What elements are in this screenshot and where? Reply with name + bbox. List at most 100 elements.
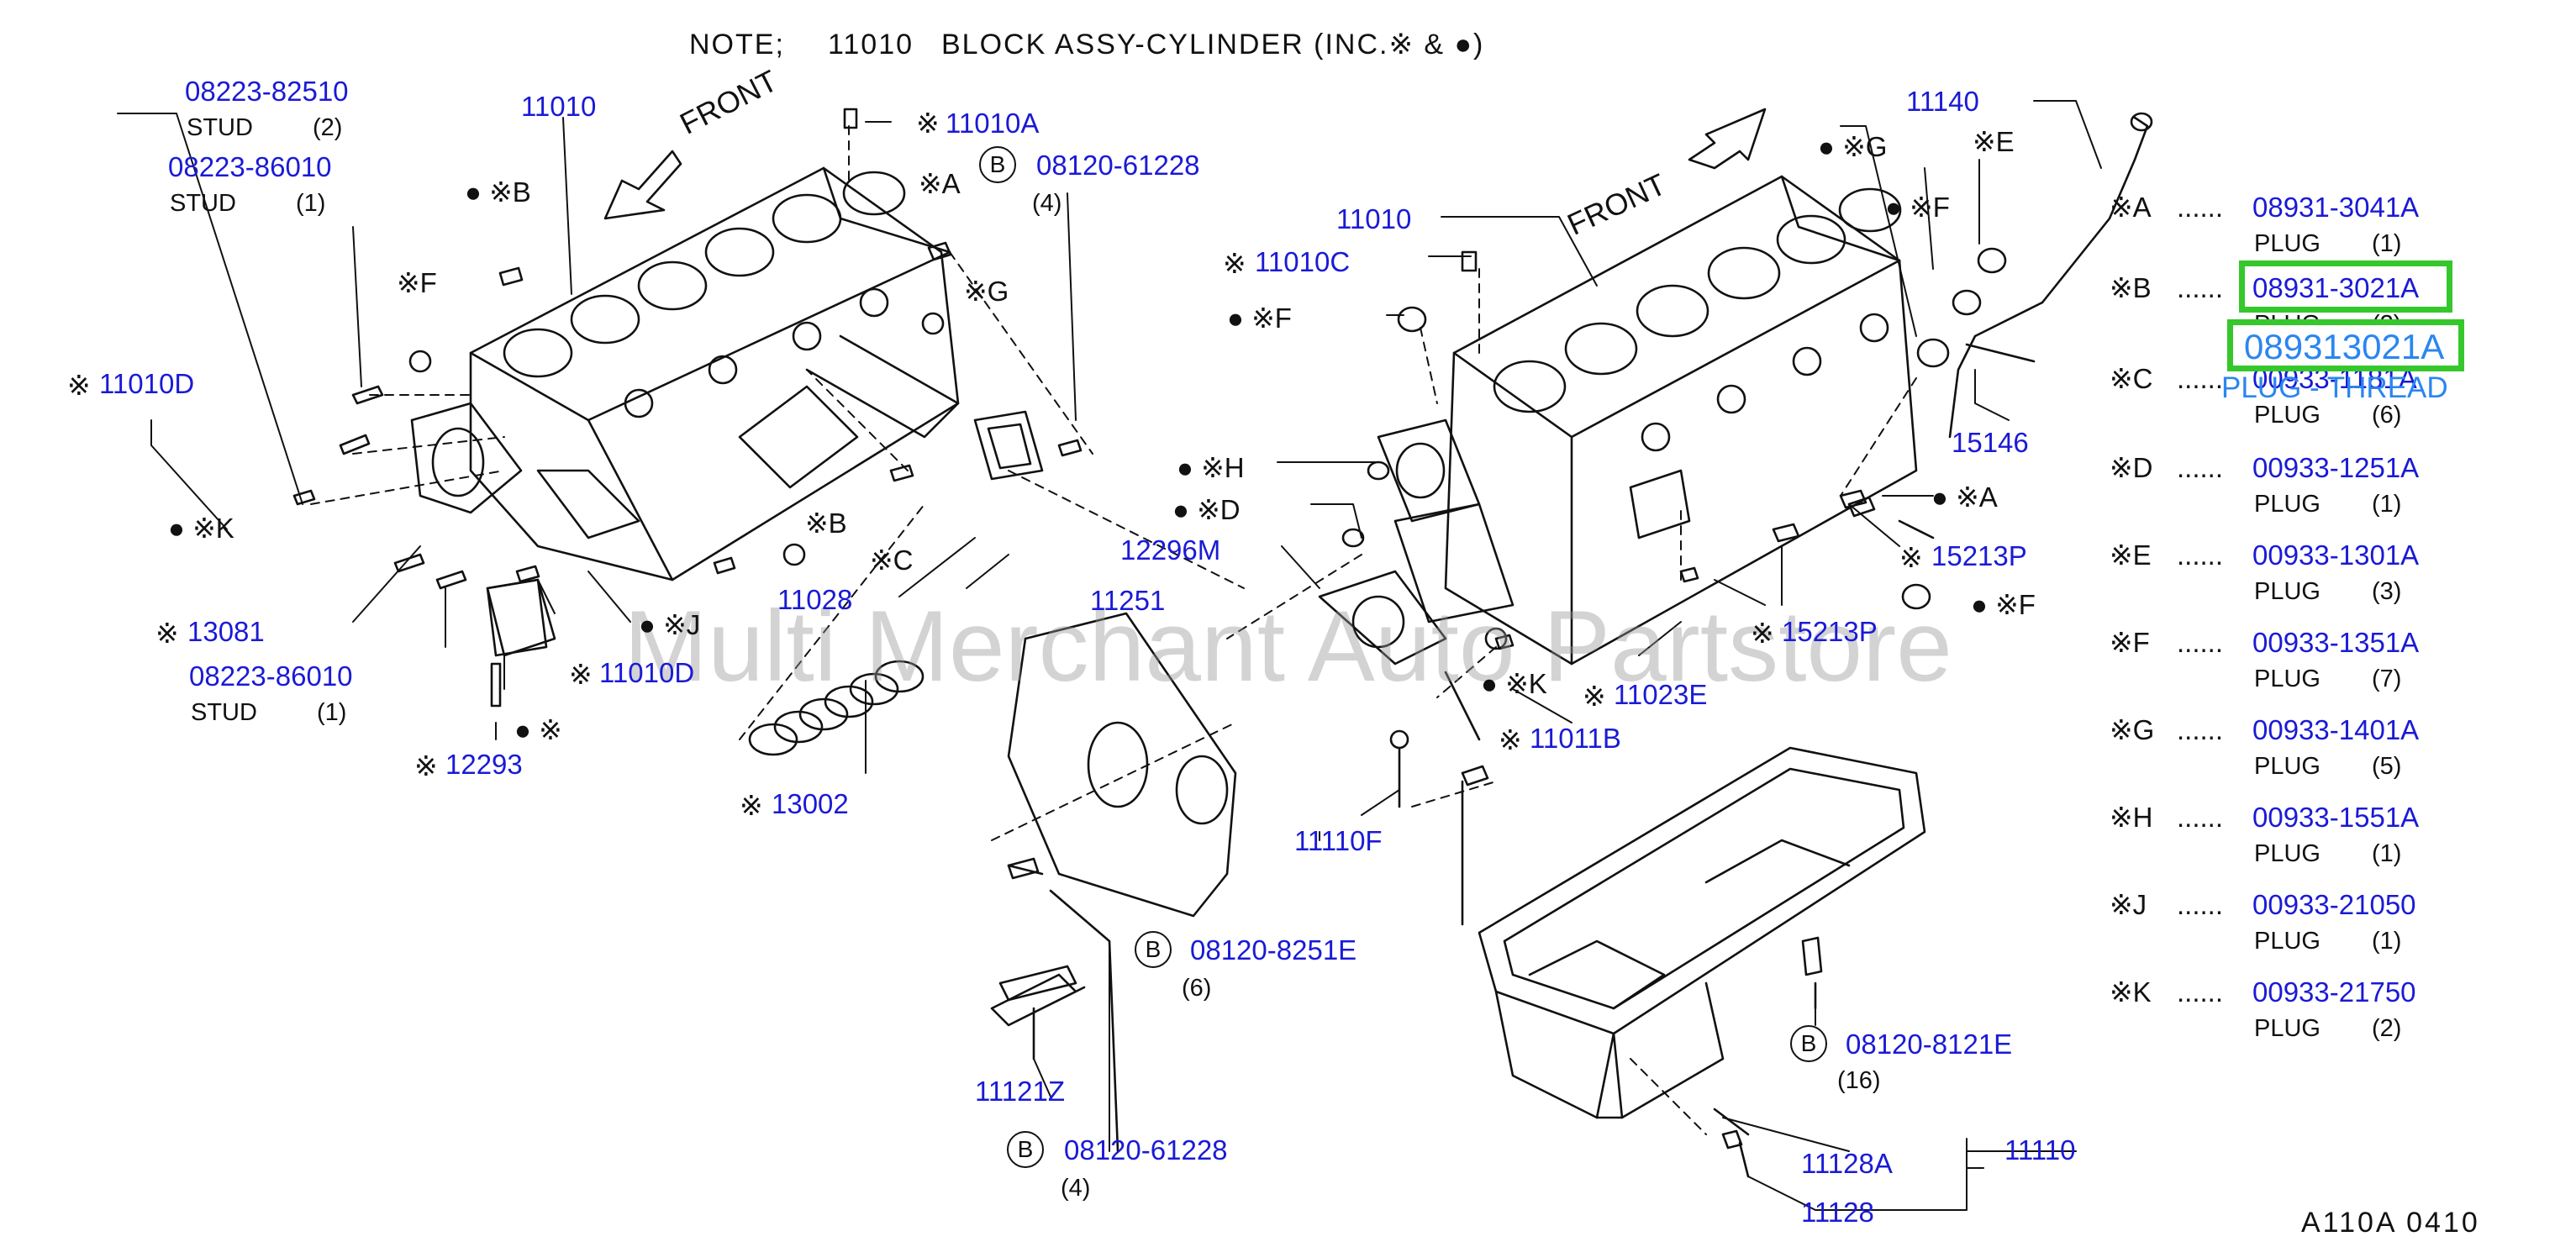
callout-number[interactable]: 13002 [772,788,849,819]
legend-number[interactable]: 00933-1551A [2252,802,2420,833]
callout-desc: STUD [191,699,257,726]
callout-number[interactable]: 11128 [1801,1197,1874,1228]
dipstick [1948,112,2153,439]
legend-dots: ...... [2177,452,2224,483]
legend-number[interactable]: 00933-21050 [2252,889,2416,920]
callout-desc: STUD [187,114,253,141]
badge-b: B [1007,1131,1044,1168]
marker-label: ● ※J [639,609,701,640]
legend-desc: PLUG [2254,230,2321,257]
legend-qty: (2) [2372,1015,2402,1042]
legend-desc: PLUG [2254,491,2321,518]
note-part-number[interactable]: 11010 [828,29,914,61]
legend-dots: ...... [2177,192,2224,223]
highlight-part-number[interactable]: 089313021A [2244,327,2445,366]
marker-label: ● ※F [1971,589,2036,620]
legend-qty: (1) [2372,491,2402,518]
callout-number[interactable]: 08223-86010 [189,660,353,692]
legend-key: ※D [2110,452,2153,483]
callout-number[interactable]: 11110 [2004,1134,2076,1165]
legend-key: ※F [2110,627,2150,658]
callout-number[interactable]: 11010D [599,657,695,688]
callout-qty: (2) [313,114,343,141]
callout-number[interactable]: 08223-82510 [185,76,349,107]
callout-number[interactable]: 11010 [1336,203,1412,234]
badge-b: B [1135,931,1172,968]
callout-number[interactable]: 15213P [1782,616,1878,647]
callout-number[interactable]: 11023E [1614,679,1708,710]
callout-number[interactable]: 11010 [521,91,597,122]
marker-label: ● ※F [1227,303,1292,334]
legend-qty: (6) [2372,402,2402,429]
callout-number[interactable]: 15213P [1931,540,2027,571]
callout-prefix: ※ [1899,542,1923,573]
callout-number[interactable]: 12293 [445,749,523,780]
callout-number[interactable]: 08120-8251E [1190,934,1357,966]
diagram-reference: A110A 0410 [2301,1207,2480,1239]
legend-desc: PLUG [2254,753,2321,780]
marker-label: ● ※G [1818,131,1888,162]
marker-label: ● ※B [465,176,531,208]
legend-number[interactable]: 08931-3021A [2252,272,2420,303]
callout-number[interactable]: 11128A [1801,1148,1893,1179]
callout-prefix: ※ [1499,724,1522,755]
callout-prefix: ※ [67,370,91,401]
right-cylinder-block [1377,175,1935,666]
highlight-part-description: PLUG - THREAD [2221,371,2448,404]
callout-number[interactable]: 11028 [777,584,853,615]
callout-number[interactable]: 11251 [1090,585,1166,616]
right-dashed-lines [991,268,1917,1135]
legend-dots: ...... [2177,272,2224,303]
oil-pan [1478,746,1926,1178]
legend-number[interactable]: 00933-21750 [2252,976,2416,1008]
marker-label: ● ※H [1177,452,1245,483]
callout-number[interactable]: 11121Z [975,1076,1066,1107]
callout-number[interactable]: 11011B [1530,723,1621,754]
marker-label: ※C [870,545,914,576]
callout-number[interactable]: 13081 [187,616,265,647]
callout-number[interactable]: 08223-86010 [168,151,332,182]
legend-dots: ...... [2177,802,2224,833]
callout-number[interactable]: 11110F [1294,825,1383,856]
legend-number[interactable]: 00933-1401A [2252,714,2420,745]
callout-number[interactable]: 11140 [1906,86,1979,117]
left-small-parts [292,108,1083,756]
legend-qty: (7) [2372,666,2402,692]
marker-label: ※E [1973,126,2015,157]
left-cylinder-block [410,166,1044,657]
callout-number[interactable]: 08120-61228 [1064,1134,1228,1165]
marker-label: ● ※F [1885,192,1950,223]
callout-number[interactable]: 11010A [946,108,1040,139]
legend-qty: (1) [2372,928,2402,955]
legend-dots: ...... [2177,889,2224,920]
callout-prefix: ※ [916,108,940,139]
marker-label: ● ※ [514,714,562,745]
right-small-parts [1341,247,2007,650]
legend-desc: PLUG [2254,578,2321,605]
legend-key: ※H [2110,802,2153,833]
marker-label: ※B [805,508,847,539]
legend-key: ※E [2110,539,2152,571]
legend-desc: PLUG [2254,666,2321,692]
callout-number[interactable]: 08120-61228 [1036,150,1200,181]
legend-qty: (1) [2372,230,2402,257]
highlight-box-legend [2239,260,2452,313]
callout-number[interactable]: 08120-8121E [1846,1029,2013,1060]
legend-number[interactable]: 00933-1251A [2252,452,2420,483]
callout-qty: (16) [1837,1067,1881,1094]
legend-number[interactable]: 00933-1351A [2252,627,2420,658]
callout-qty: (4) [1061,1175,1091,1202]
callout-qty: (1) [317,699,347,726]
callout-number[interactable]: 11010D [99,368,195,399]
legend-dots: ...... [2177,627,2224,658]
legend-qty: (1) [2372,840,2402,867]
legend-number[interactable]: 08931-3041A [2252,192,2420,223]
callout-prefix: ※ [740,790,763,821]
legend-qty: (3) [2372,578,2402,605]
callout-number[interactable]: 11010C [1255,246,1351,277]
legend-number[interactable]: 00933-1301A [2252,539,2420,571]
callout-number[interactable]: 12296M [1120,534,1221,566]
callout-number[interactable]: 15146 [1952,427,2029,458]
marker-label: ※A [919,168,961,199]
